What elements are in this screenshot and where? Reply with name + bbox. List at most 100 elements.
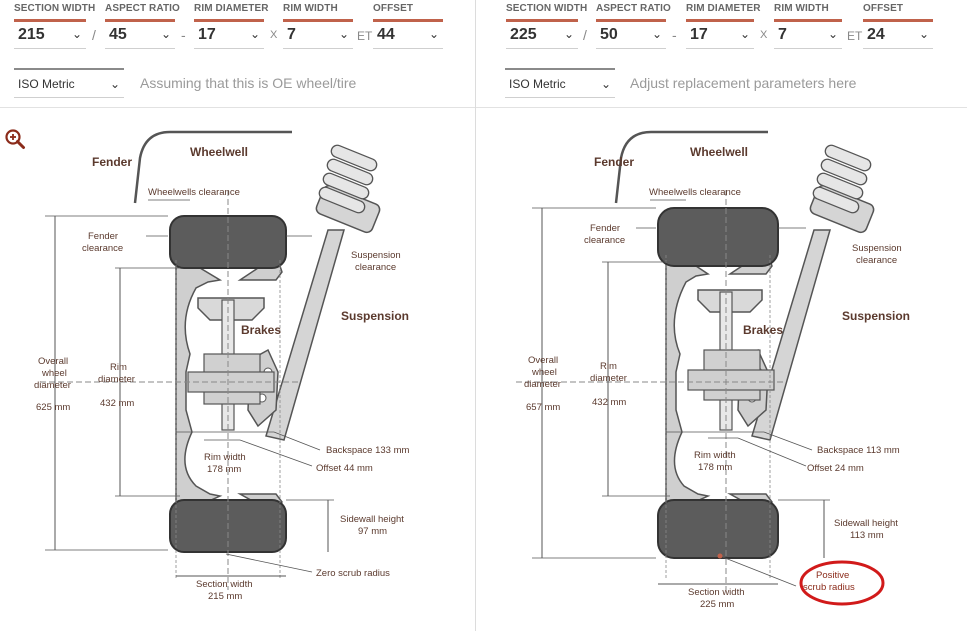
- zoom-in-icon[interactable]: [4, 128, 26, 150]
- aspect-ratio-label: ASPECT RATIO: [596, 3, 671, 14]
- overall-diameter-label: Overall: [38, 356, 68, 367]
- sidewall-height-label: Sidewall height: [834, 518, 898, 529]
- aspect-ratio-select[interactable]: 50⌄: [596, 19, 666, 49]
- highlight-circle: [799, 560, 885, 606]
- wheelwells-clearance-label: Wheelwells clearance: [148, 187, 240, 198]
- rim-width-diagram-label: Rim width: [204, 452, 246, 463]
- wheel-diagram-original: Fender Wheelwell Wheelwells clearance Fe…: [34, 130, 410, 602]
- offset-select[interactable]: 24 ⌄: [863, 19, 933, 49]
- offset-label: OFFSET: [373, 3, 414, 14]
- rim-width-field[interactable]: RIM WIDTH 7⌄: [774, 2, 842, 49]
- backspace-label: Backspace 113 mm: [817, 445, 900, 456]
- aspect-ratio-field[interactable]: ASPECT RATIO 45 ⌄: [105, 2, 180, 49]
- chevron-down-icon: ⌄: [338, 27, 349, 41]
- overall-diameter-value: 625 mm: [36, 402, 70, 413]
- offset-diagram-label: Offset 24 mm: [807, 463, 864, 474]
- separator-x: X: [270, 29, 278, 41]
- section-width-label: SECTION WIDTH: [506, 3, 588, 14]
- separator-et: ET: [357, 29, 373, 43]
- rim-width-diagram-value: 178 mm: [698, 462, 732, 473]
- section-width-field[interactable]: SECTION WIDTH 225 ⌄: [506, 2, 588, 49]
- separator-x: X: [760, 29, 768, 41]
- unit-system-select[interactable]: ISO Metric⌄: [14, 68, 124, 98]
- overall-diameter-value: 657 mm: [526, 402, 560, 413]
- section-width-label: SECTION WIDTH: [14, 3, 96, 14]
- offset-value: 24: [867, 26, 885, 43]
- suspension-strut: [247, 144, 381, 441]
- offset-diagram-label: Offset 44 mm: [316, 463, 373, 474]
- replacement-hint-text: Adjust replacement parameters here: [630, 75, 857, 91]
- rim-diameter-diagram-label: Rim: [110, 362, 127, 373]
- suspension-label: Suspension: [842, 309, 910, 323]
- section-width-select[interactable]: 215⌄: [14, 19, 86, 49]
- chevron-down-icon: ⌄: [160, 27, 171, 41]
- offset-label: OFFSET: [863, 3, 904, 14]
- offset-field[interactable]: OFFSET 44⌄: [373, 2, 443, 49]
- rim-diameter-diagram-value: 432 mm: [100, 398, 134, 409]
- section-width-value: 225: [510, 26, 537, 43]
- rim-width-select[interactable]: 7⌄: [283, 19, 353, 49]
- fender-clearance-label: Fender: [590, 223, 620, 234]
- tire-top: [169, 215, 287, 269]
- unit-system-select[interactable]: ISO Metric ⌄: [505, 68, 615, 98]
- overall-diameter-label-3: diameter: [34, 380, 71, 391]
- rim-diameter-diagram-value: 432 mm: [592, 397, 626, 408]
- chevron-down-icon: ⌄: [428, 27, 439, 41]
- sidewall-height-value: 97 mm: [358, 526, 387, 537]
- offset-select[interactable]: 44⌄: [373, 19, 443, 49]
- chevron-down-icon: ⌄: [827, 27, 838, 41]
- rim-width-value: 7: [778, 26, 787, 43]
- section-width-field[interactable]: SECTION WIDTH 215⌄: [14, 2, 96, 49]
- rim-diameter-value: 17: [690, 26, 708, 43]
- rim-diameter-field[interactable]: RIM DIAMETER 17 ⌄: [686, 2, 761, 49]
- chevron-down-icon: ⌄: [918, 27, 929, 41]
- aspect-ratio-field[interactable]: ASPECT RATIO 50⌄: [596, 2, 671, 49]
- suspension-clearance-label-2: clearance: [355, 262, 396, 273]
- overall-diameter-label-3: diameter: [524, 379, 561, 390]
- rim-diameter-select[interactable]: 17⌄: [194, 19, 264, 49]
- aspect-ratio-select[interactable]: 45 ⌄: [105, 19, 175, 49]
- chevron-down-icon: ⌄: [739, 27, 750, 41]
- oe-hint-text: Assuming that this is OE wheel/tire: [140, 75, 357, 91]
- fender-outline: [614, 130, 768, 204]
- suspension-label: Suspension: [341, 309, 409, 323]
- unit-system-value: ISO Metric: [509, 77, 566, 91]
- tire-top: [657, 207, 779, 267]
- wheelwells-clearance-label: Wheelwells clearance: [649, 187, 741, 198]
- chevron-down-icon: ⌄: [71, 27, 82, 41]
- tire-bottom: [657, 499, 779, 559]
- fender-outline: [133, 130, 292, 204]
- fender-label: Fender: [594, 155, 634, 169]
- rim: [665, 259, 711, 507]
- rim-diameter-diagram-label-2: diameter: [98, 374, 135, 385]
- separator-et: ET: [847, 29, 863, 43]
- aspect-ratio-value: 45: [109, 26, 127, 43]
- chevron-down-icon: ⌄: [109, 77, 120, 91]
- offset-field[interactable]: OFFSET 24 ⌄: [863, 2, 933, 49]
- section-width-select[interactable]: 225 ⌄: [506, 19, 578, 49]
- rim-width-select[interactable]: 7⌄: [774, 19, 842, 49]
- rim-diameter-field[interactable]: RIM DIAMETER 17⌄: [194, 2, 268, 49]
- rim-width-label: RIM WIDTH: [283, 3, 338, 14]
- rim-diameter-value: 17: [198, 26, 216, 43]
- sidewall-height-value: 113 mm: [850, 530, 884, 541]
- fender-label: Fender: [92, 155, 132, 169]
- rim-diameter-diagram-label-2: diameter: [590, 373, 627, 384]
- chevron-down-icon: ⌄: [600, 77, 611, 91]
- rim-diameter-diagram-label: Rim: [600, 361, 617, 372]
- chevron-down-icon: ⌄: [563, 27, 574, 41]
- sidewall-height-label: Sidewall height: [340, 514, 404, 525]
- section-width-diagram-label: Section width: [688, 587, 745, 598]
- scrub-radius-label: Zero scrub radius: [316, 568, 390, 579]
- fender-clearance-label-2: clearance: [82, 243, 123, 254]
- suspension-clearance-label-2: clearance: [856, 255, 897, 266]
- section-width-diagram-value: 215 mm: [208, 591, 242, 602]
- aspect-ratio-label: ASPECT RATIO: [105, 3, 180, 14]
- header-divider: [0, 107, 475, 108]
- rim-diameter-label: RIM DIAMETER: [686, 3, 761, 14]
- rim-diameter-select[interactable]: 17 ⌄: [686, 19, 754, 49]
- backspace-label: Backspace 133 mm: [326, 445, 410, 456]
- wheelwell-label: Wheelwell: [190, 145, 248, 159]
- rim-width-field[interactable]: RIM WIDTH 7⌄: [283, 2, 353, 49]
- section-width-diagram-label: Section width: [196, 579, 253, 590]
